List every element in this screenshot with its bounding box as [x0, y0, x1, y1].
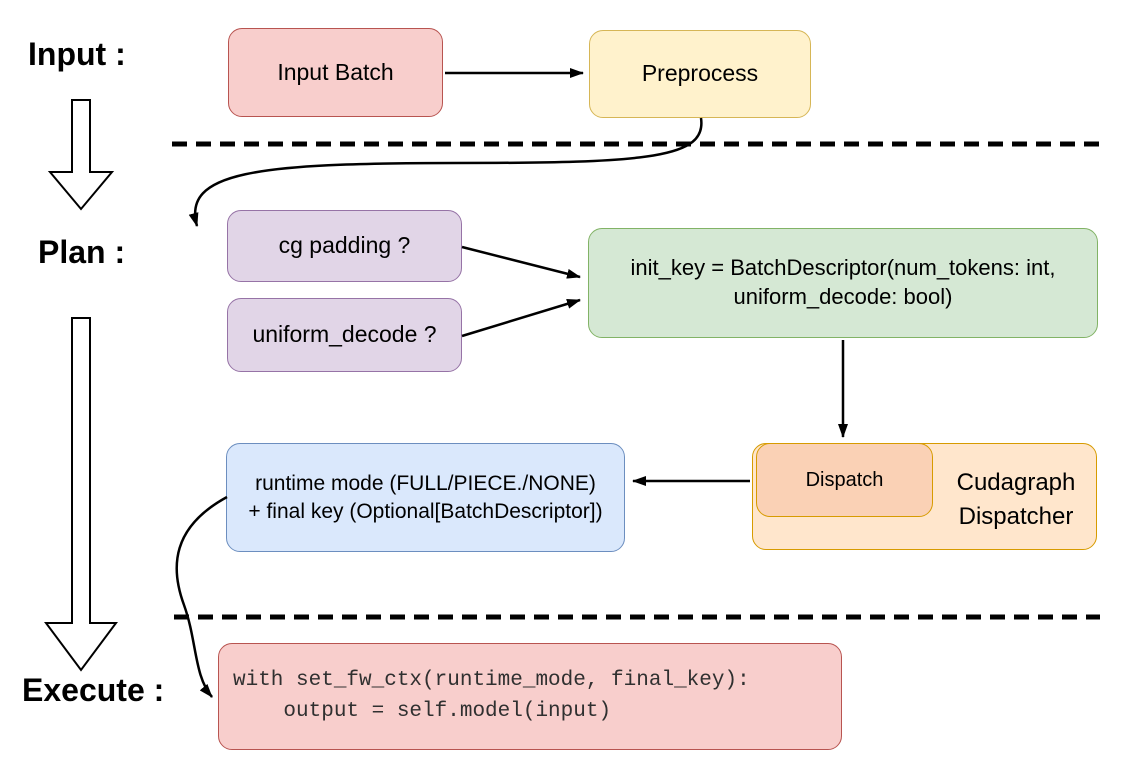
- node-cg-padding: cg padding ?: [227, 210, 462, 282]
- node-runtime-mode-line1: runtime mode (FULL/PIECE./NONE): [255, 472, 596, 496]
- down-block-arrow-plan-execute: [44, 317, 118, 672]
- node-uniform-decode-label: uniform_decode ?: [252, 321, 437, 348]
- node-init-key-line1: init_key = BatchDescriptor(num_tokens: i…: [630, 255, 1056, 281]
- node-init-key-line2: uniform_decode: bool): [733, 284, 953, 309]
- down-block-arrow-input-plan: [47, 99, 115, 211]
- node-cg-padding-label: cg padding ?: [278, 232, 411, 259]
- arrow-cgpadding-initkey: [461, 245, 581, 279]
- node-dispatch: Dispatch: [756, 443, 933, 517]
- node-input-batch-label: Input Batch: [277, 58, 394, 85]
- node-input-batch: Input Batch: [228, 28, 443, 117]
- node-uniform-decode: uniform_decode ?: [227, 298, 462, 372]
- node-init-key: init_key = BatchDescriptor(num_tokens: i…: [588, 228, 1098, 338]
- arrow-uniformdecode-initkey: [461, 298, 581, 338]
- stage-label-execute: Execute :: [22, 672, 165, 708]
- execute-code-line2: output = self.model(input): [233, 699, 612, 723]
- node-runtime-mode-line2: + final key (Optional[BatchDescriptor]): [248, 499, 603, 523]
- stage-label-input: Input :: [28, 36, 126, 72]
- node-preprocess-label: Preprocess: [641, 60, 759, 87]
- execute-code-line1: with set_fw_ctx(runtime_mode, final_key)…: [233, 669, 750, 693]
- node-runtime-mode: runtime mode (FULL/PIECE./NONE) + final …: [226, 443, 625, 552]
- node-preprocess: Preprocess: [589, 30, 811, 118]
- node-dispatch-label: Dispatch: [805, 469, 884, 491]
- cudagraph-label-line2: Dispatcher: [958, 503, 1074, 530]
- node-execute-code: with set_fw_ctx(runtime_mode, final_key)…: [218, 643, 842, 750]
- node-cudagraph-dispatcher-label: Cudagraph Dispatcher: [938, 455, 1094, 545]
- stage-label-plan: Plan :: [38, 234, 126, 270]
- cudagraph-label-line1: Cudagraph: [956, 469, 1076, 497]
